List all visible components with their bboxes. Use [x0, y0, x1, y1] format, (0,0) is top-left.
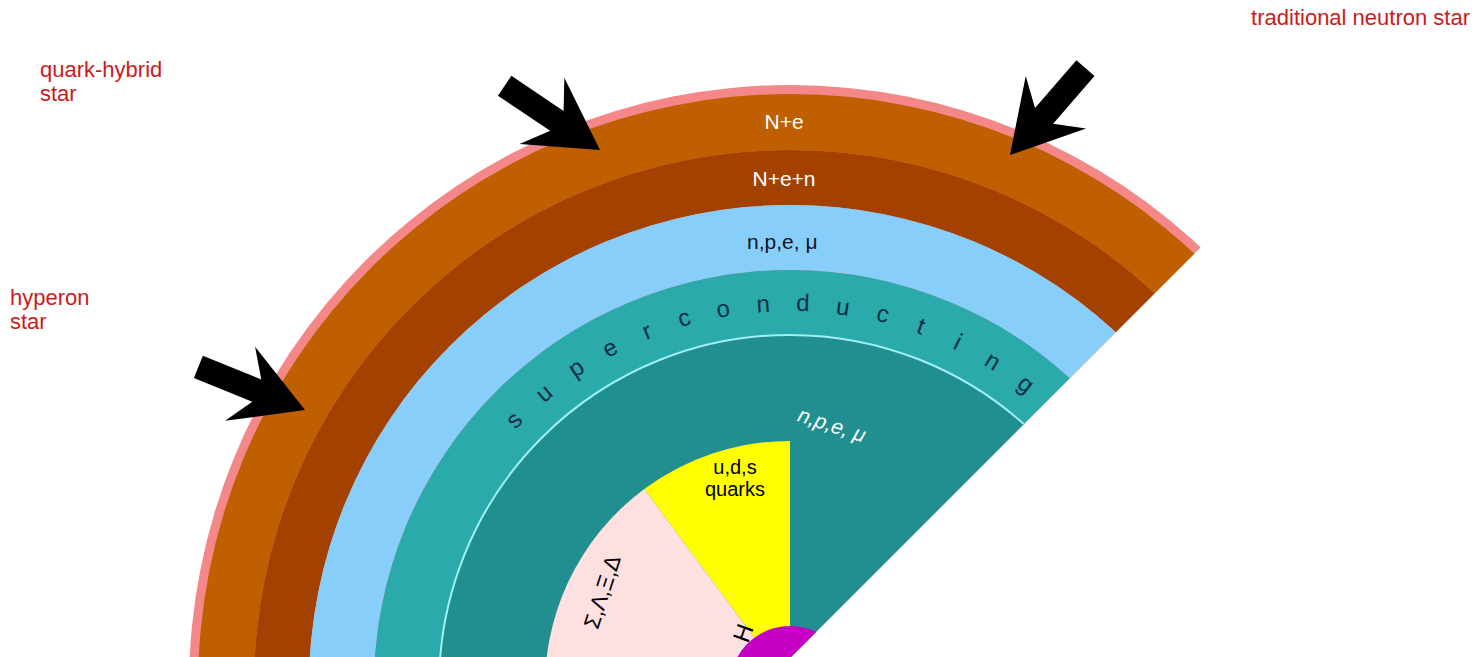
- region-fill: [374, 270, 1206, 657]
- pointer-arrow: [980, 42, 1116, 181]
- arc-letter: t: [914, 314, 928, 339]
- pointer-arrow: [482, 53, 622, 184]
- arc-letter: r: [638, 318, 654, 343]
- region-fill: [198, 94, 1382, 657]
- arc-letter: c: [675, 305, 693, 331]
- arc-letter: u: [835, 294, 852, 320]
- arc-letter: p: [564, 355, 588, 382]
- region-fill: [309, 205, 1271, 657]
- region-fill: [254, 150, 1326, 657]
- region-fill: [439, 335, 1141, 657]
- star-type-label: traditional neutron star: [1251, 6, 1470, 30]
- arc-letter: n: [981, 347, 1005, 374]
- arc-letter: c: [874, 301, 891, 327]
- region-boundary: [439, 335, 1141, 657]
- region-label: N+e: [765, 110, 804, 133]
- region-label: superconducting: [494, 283, 1045, 440]
- star-type-label: quark-hybrid star: [40, 58, 180, 106]
- region-fill: [545, 489, 790, 657]
- region-label: n,p,e, μ: [747, 230, 817, 253]
- h-dibaryon-core: H: [726, 626, 854, 657]
- arc-letter: s: [502, 407, 528, 432]
- arc-letter: d: [796, 291, 810, 315]
- arc-letter: e: [599, 334, 622, 361]
- region-label: u,d,s quarks: [696, 456, 774, 500]
- arc-letter: o: [715, 296, 732, 322]
- star-type-label: hyperon star: [10, 286, 105, 334]
- arc-letter: i: [950, 330, 965, 354]
- arc-letter: u: [531, 379, 557, 406]
- arc-letter: n: [756, 291, 771, 316]
- pointer-arrow: [183, 330, 320, 447]
- outer-atmosphere: [189, 85, 1391, 657]
- region-label: N+e+n: [753, 167, 816, 190]
- arc-letter: g: [1013, 371, 1038, 398]
